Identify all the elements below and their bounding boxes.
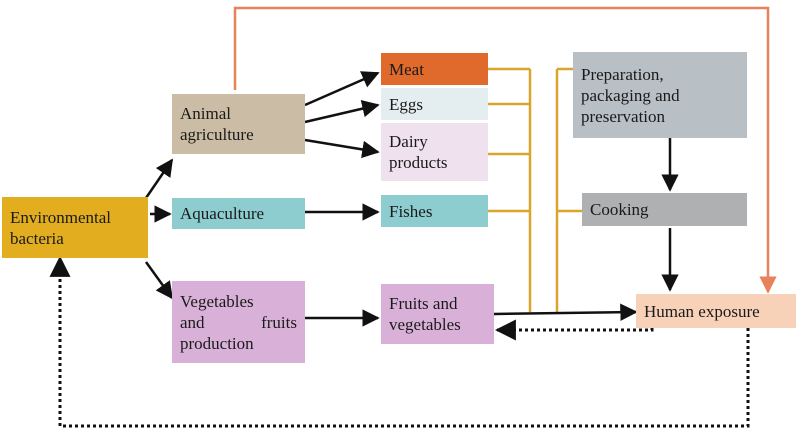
- node-line: Meat: [389, 59, 424, 79]
- node-line: and fruits: [180, 312, 297, 332]
- orange-arrow-animal-to-human: [233, 6, 777, 294]
- arrow-fruits-to-human: [493, 303, 638, 321]
- node-line: Preparation,: [581, 64, 664, 84]
- node-line: Aquaculture: [180, 204, 265, 223]
- node-line: Human exposure: [644, 301, 760, 321]
- node-environmental-bacteria: Environmental bacteria: [2, 197, 148, 258]
- node-fruits-and-vegetables: Fruits and vegetables: [381, 284, 494, 344]
- gold-connectors: [488, 67, 582, 312]
- node-human-exposure: Human exposure: [636, 294, 796, 328]
- node-line: Cooking: [590, 200, 649, 219]
- node-line: agriculture: [180, 125, 254, 144]
- node-animal-agriculture: Animal agriculture: [172, 94, 305, 154]
- node-line: Environmental: [10, 207, 112, 227]
- node-line: Fruits and: [389, 294, 458, 313]
- node-dairy-products: Dairy products: [381, 123, 488, 181]
- arrow-animal-to-dairy: [304, 138, 380, 159]
- node-line: Vegetables: [180, 291, 254, 311]
- node-line: preservation: [581, 106, 666, 126]
- arrow-animal-to-meat: [304, 71, 380, 107]
- node-line: vegetables: [389, 315, 461, 334]
- node-fishes: Fishes: [381, 195, 488, 227]
- node-line: production: [180, 333, 254, 353]
- node-line: bacteria: [10, 228, 64, 248]
- dotted-arrows: [49, 255, 750, 428]
- arrow-env-to-animal: [144, 158, 174, 199]
- node-meat: Meat: [381, 53, 488, 85]
- arrow-env-to-veg: [144, 261, 174, 300]
- node-line: Animal: [180, 104, 231, 123]
- node-line: Dairy: [389, 132, 428, 151]
- dotted-arrow-human-to-env: [49, 255, 750, 428]
- dotted-arrow-human-to-fruits: [494, 319, 654, 341]
- node-preparation-packaging-preservation: Preparation, packaging and preservation: [573, 52, 747, 138]
- node-eggs: Eggs: [381, 88, 488, 120]
- black-arrows: [144, 71, 679, 327]
- node-line: Fishes: [389, 201, 433, 221]
- node-line: Eggs: [389, 94, 423, 114]
- node-vegetables-fruits-production: Vegetables and fruits production: [172, 281, 305, 363]
- node-cooking: Cooking: [582, 193, 747, 226]
- arrow-animal-to-eggs: [304, 100, 380, 124]
- node-line: products: [389, 153, 448, 172]
- node-line: packaging and: [581, 85, 680, 105]
- node-aquaculture: Aquaculture: [172, 198, 305, 229]
